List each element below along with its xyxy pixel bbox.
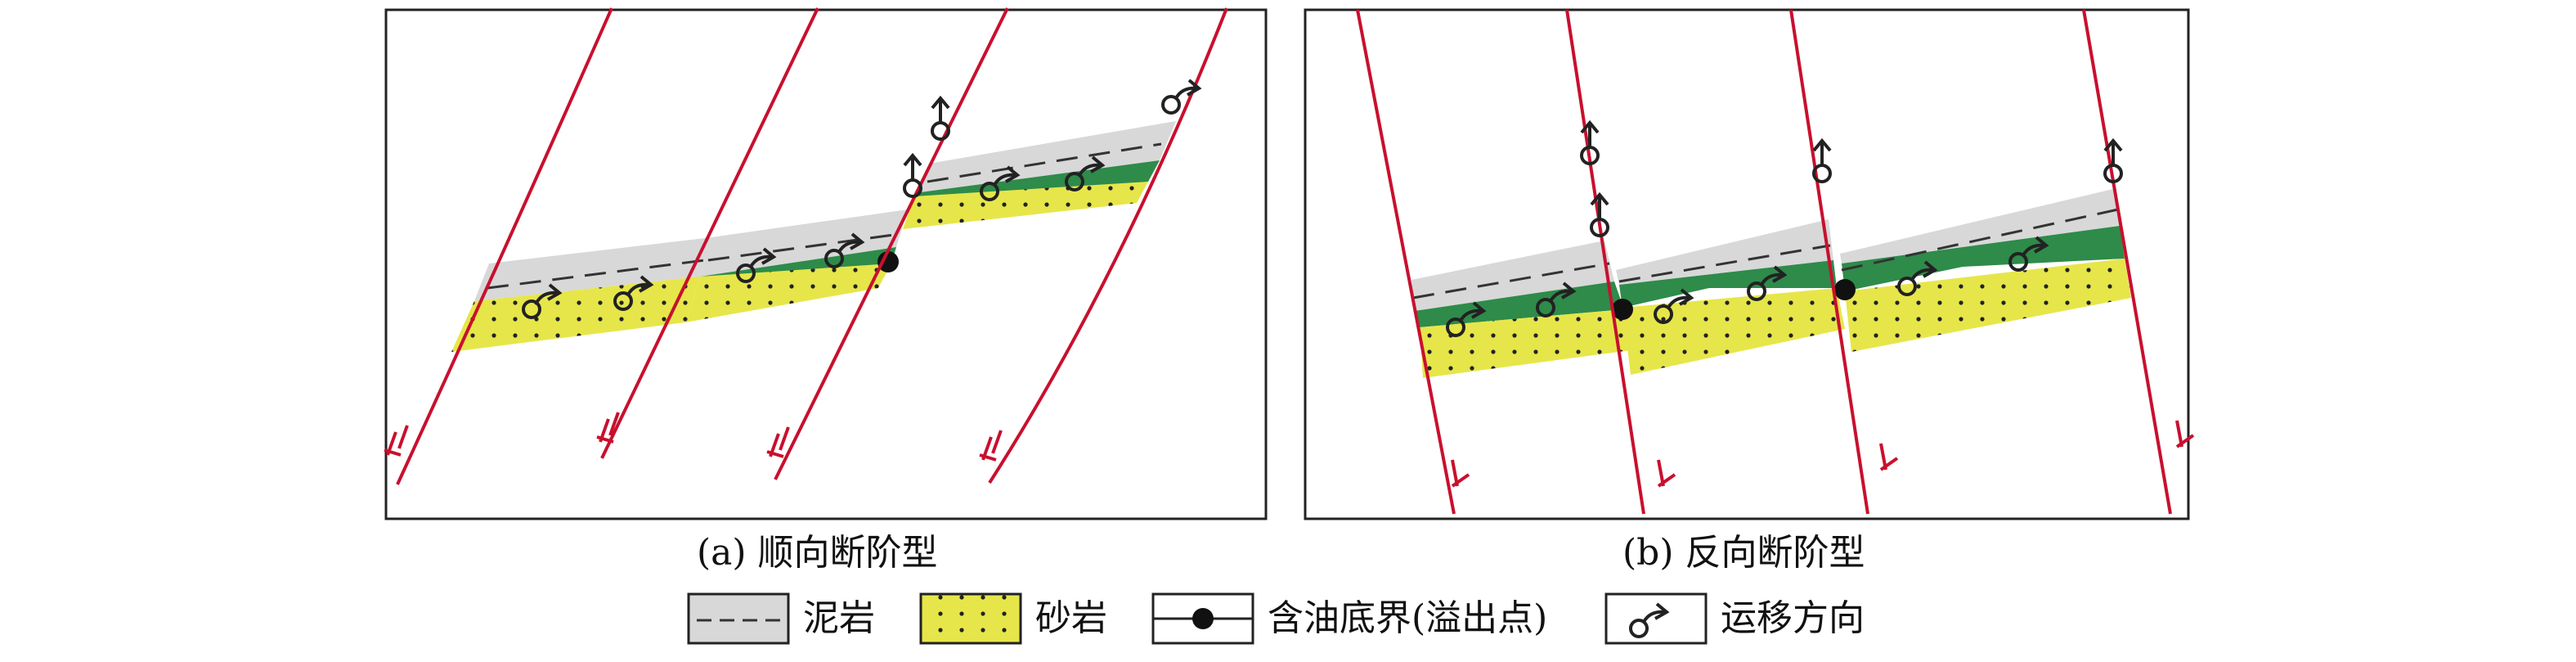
legend-item-oil-bottom: 含油底界(溢出点) [1151,592,1547,645]
fault-line [600,7,819,459]
sandstone-layer [903,182,1148,229]
panel-b-caption: (b) 反向断阶型 [1622,532,1865,574]
sandstone-layer [451,277,700,352]
mudstone-layer [1840,188,2120,263]
mudstone-layer [700,209,908,277]
mudstone-layer [1616,219,1833,285]
legend-label-sandstone: 砂岩 [1035,597,1107,639]
fault-line [988,7,1228,484]
sandstone-layer [1845,259,2131,352]
panel-b-block-3 [1834,188,2131,352]
fault-line [2082,9,2172,515]
sandstone-layer [685,263,891,322]
spill-point-dot [1192,608,1214,629]
panel-b-block-2 [1612,219,1845,375]
legend-label-oil-bottom: 含油底界(溢出点) [1268,597,1547,639]
sandstone-layer [1622,288,1845,375]
panel-a-caption: (a) 顺向断阶型 [697,532,938,574]
spill-point-dot [877,251,899,272]
legend-label-migration: 运移方向 [1721,597,1865,639]
legend-label-mudstone: 泥岩 [803,597,875,639]
panel-a: (a) 顺向断阶型 [384,7,1268,574]
fault-line [1789,9,1869,515]
panel-a-block-1 [451,237,711,352]
spill-point-dot [1612,299,1633,320]
panel-b-faults [1356,9,2195,515]
sandstone-layer [1420,309,1631,378]
fault-line [1356,9,1456,515]
panel-a-block-3 [903,121,1176,229]
panel-a-faults [384,7,1228,485]
mudstone-layer [1411,241,1614,311]
legend-item-migration: 运移方向 [1604,592,1865,645]
fault-line [1565,9,1645,515]
legend-item-sandstone: 砂岩 [919,592,1107,645]
oil-zone [1842,226,2125,291]
fault-line [396,7,613,485]
panel-a-block-2 [685,209,908,322]
spill-point-dot [1834,279,1856,300]
mudstone-layer [474,237,711,301]
legend: 泥岩 砂岩 含油底界(溢出点) 运移方向 [687,592,1865,645]
panel-b-block-1 [1411,241,1631,378]
oil-zone [700,247,896,277]
mudstone-layer [914,121,1176,193]
legend-item-mudstone: 泥岩 [687,592,875,645]
panel-b: (b) 反向断阶型 [1304,8,2195,574]
fault-line [774,7,1009,480]
